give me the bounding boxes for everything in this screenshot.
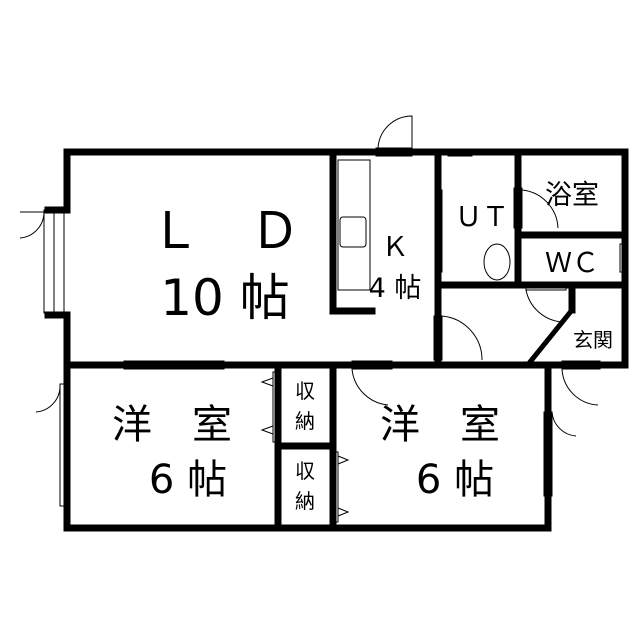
- room-labels: Ｌ Ｄ 10 帖 Ｋ 4 帖 ＵＴ 浴室 ＷＣ 玄関 洋 室 6 帖 洋 室 6…: [112, 180, 613, 513]
- western-left-label: 洋 室: [112, 402, 232, 448]
- washbasin-icon: [483, 243, 511, 281]
- windows-doors: [19, 115, 629, 523]
- sink-icon: [339, 216, 367, 248]
- western-right-size: 6 帖: [416, 457, 494, 503]
- ld-size: 10 帖: [160, 269, 290, 327]
- walls: [44, 148, 629, 532]
- closet-upper-label-1: 収: [295, 379, 315, 403]
- bath-label: 浴室: [545, 180, 599, 211]
- ld-side-door-arc: [19, 211, 45, 239]
- kitchen-size: 4 帖: [369, 273, 422, 304]
- ld-label: Ｌ Ｄ: [150, 202, 300, 260]
- western-right-label: 洋 室: [380, 402, 500, 448]
- entrance-label: 玄関: [573, 328, 613, 352]
- western-left-size: 6 帖: [149, 457, 227, 503]
- wc-label: ＷＣ: [545, 248, 599, 279]
- closet-lower-label-1: 収: [295, 459, 315, 483]
- k-door-arc: [377, 115, 413, 149]
- utility-label: ＵＴ: [455, 202, 509, 233]
- closet-lower-label-2: 納: [295, 489, 315, 513]
- closet-upper-label-2: 納: [295, 409, 315, 433]
- kitchen-label: Ｋ: [382, 232, 409, 263]
